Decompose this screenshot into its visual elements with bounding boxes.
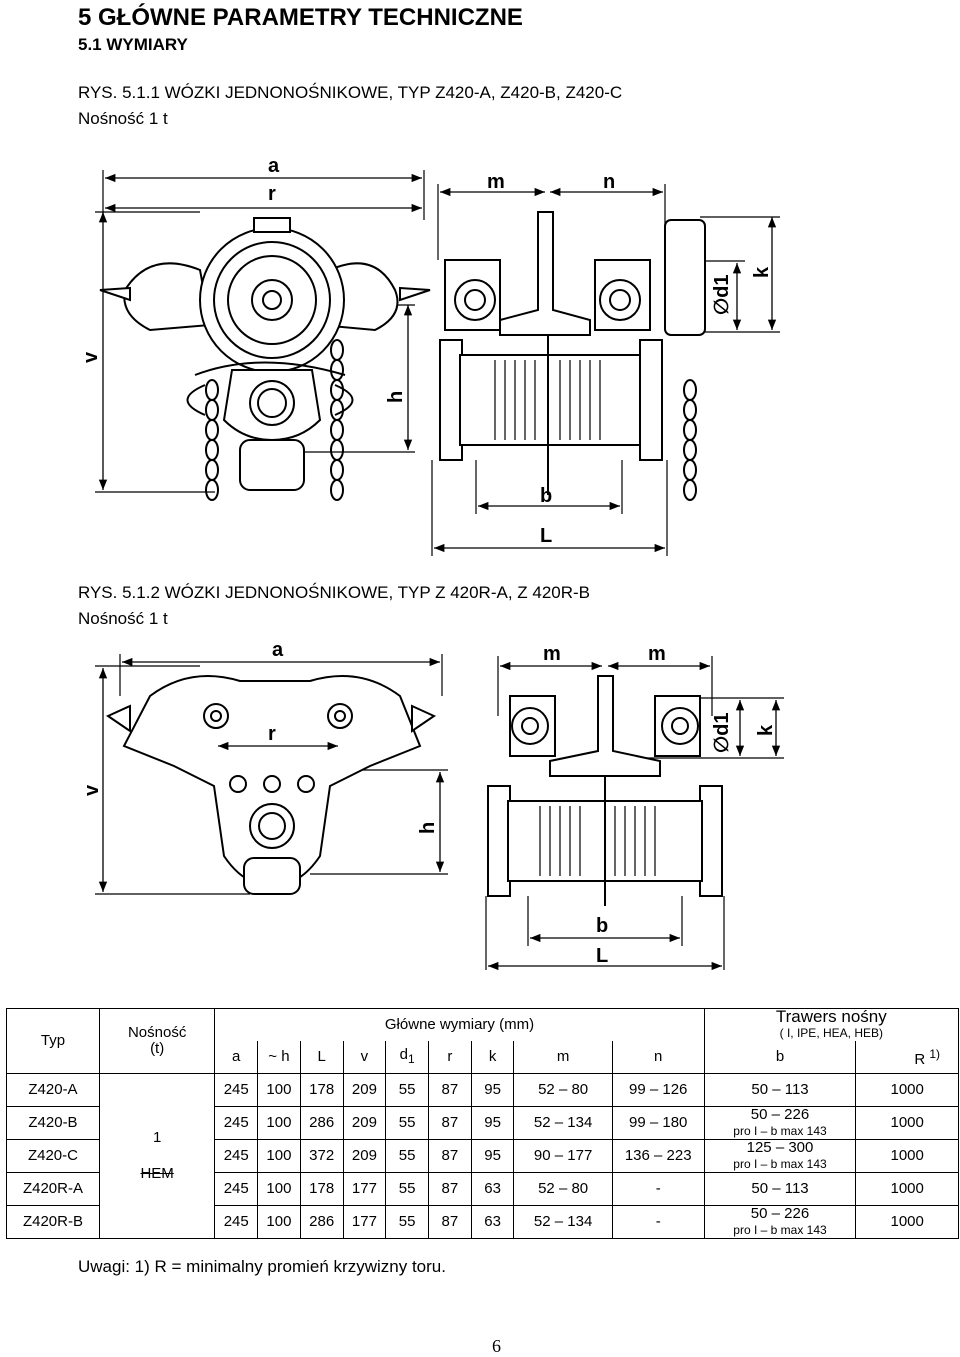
dim-label-h: h xyxy=(385,391,407,403)
figure-1-capacity: Nośność 1 t xyxy=(78,109,168,128)
col-n: n xyxy=(611,1041,705,1074)
header-capacity: Nośność (t) xyxy=(98,1008,216,1074)
col-b: b xyxy=(703,1041,857,1074)
dim2-label-m2: m xyxy=(648,643,666,665)
col-h: ~ h xyxy=(257,1041,301,1074)
dim2-label-a: a xyxy=(272,639,284,661)
figure-1-caption: RYS. 5.1.1 WÓZKI JEDNONOŚNIKOWE, TYP Z42… xyxy=(78,83,623,102)
dim-label-n: n xyxy=(603,171,615,193)
dim-label-a: a xyxy=(268,155,280,177)
table-row: Z420-C 245 100 372 209 55 87 95 90 – 177… xyxy=(6,1139,959,1173)
dim-label-k: k xyxy=(751,266,773,278)
table-header-row-2: a ~ h L v d1 r k m n b R 1) xyxy=(7,1041,959,1074)
figure-2-caption: RYS. 5.1.2 WÓZKI JEDNONOŚNIKOWE, TYP Z 4… xyxy=(78,583,591,602)
table-note: Uwagi: 1) R = minimalny promień krzywizn… xyxy=(78,1257,446,1276)
col-a: a xyxy=(214,1041,259,1074)
dim-label-b: b xyxy=(540,485,552,507)
col-L: L xyxy=(299,1041,344,1074)
figure-2-drawing: a v h r m m k ∅ xyxy=(81,639,784,971)
dim2-label-b: b xyxy=(596,915,608,937)
col-R: R 1) xyxy=(855,1041,959,1074)
col-v: v xyxy=(342,1041,387,1074)
dim2-label-v: v xyxy=(81,784,103,796)
table-row: Z420-A 1 HEM 245 100 178 209 55 87 95 52… xyxy=(6,1073,959,1239)
table-header-row-1: Typ Nośność (t) Główne wymiary (mm) Traw… xyxy=(6,1008,960,1074)
header-main-dims: Główne wymiary (mm) xyxy=(214,1008,705,1041)
dim2-label-L: L xyxy=(596,945,608,967)
dim2-label-d1: ∅d1 xyxy=(711,713,733,753)
dim-label-m: m xyxy=(487,171,505,193)
dim-label-d1: ∅d1 xyxy=(711,275,733,315)
col-m: m xyxy=(513,1041,613,1074)
dim-label-L: L xyxy=(540,525,552,547)
dim2-label-k: k xyxy=(755,724,777,736)
section-title: 5 GŁÓWNE PARAMETRY TECHNICZNE xyxy=(78,4,523,31)
header-beam: Trawers nośny ( I, IPE, HEA, HEB) xyxy=(703,1008,960,1041)
parameters-table: Typ Nośność (t) Główne wymiary (mm) Traw… xyxy=(6,1008,960,1239)
header-typ: Typ xyxy=(6,1008,100,1074)
page-number: 6 xyxy=(492,1336,501,1356)
table-row: Z420R-A 245 100 178 177 55 87 63 52 – 80… xyxy=(6,1172,959,1206)
dim2-label-r: r xyxy=(268,723,276,745)
figure-1-drawing: a r v h xyxy=(80,155,780,556)
dim2-label-m1: m xyxy=(543,643,561,665)
dim-label-r: r xyxy=(268,183,276,205)
section-subtitle: 5.1 WYMIARY xyxy=(78,35,188,54)
col-d1: d1 xyxy=(385,1041,430,1074)
capacity-cell: 1 HEM xyxy=(98,1073,216,1239)
table-row: Z420R-B 245 100 286 177 55 87 63 52 – 13… xyxy=(6,1205,959,1239)
col-r: r xyxy=(428,1041,472,1074)
dim2-label-h: h xyxy=(417,822,439,834)
figure-2-capacity: Nośność 1 t xyxy=(78,609,168,628)
dim-label-v: v xyxy=(80,351,102,363)
col-k: k xyxy=(470,1041,515,1074)
